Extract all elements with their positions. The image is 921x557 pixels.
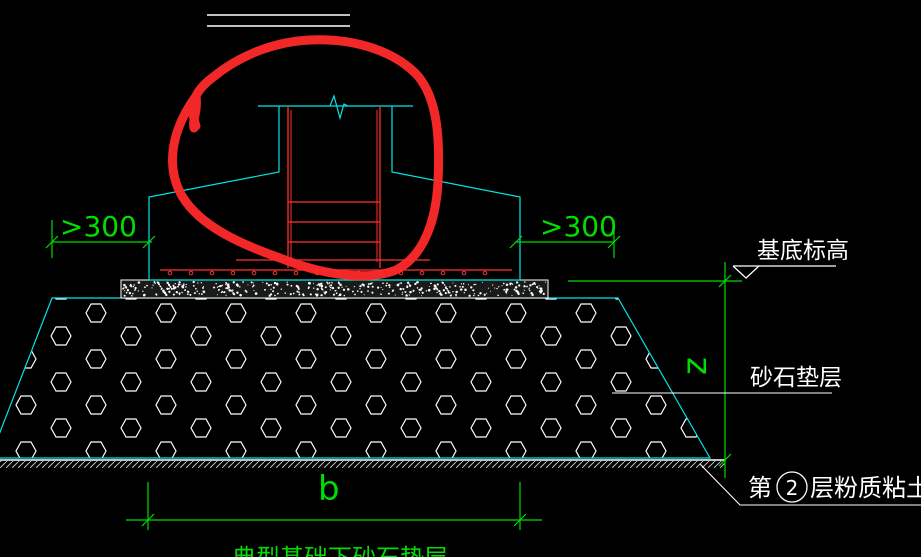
top-reference-lines (207, 14, 350, 27)
left-offset-dimension (45, 220, 156, 258)
highlight-circle (168, 35, 444, 281)
depth-symbol: z (675, 357, 715, 375)
gravel-cushion-label: 砂石垫层 (750, 365, 842, 391)
soil-layer-number: 2 (786, 476, 799, 500)
soil-prefix-label: 第 (748, 474, 772, 502)
right-offset-dimension (509, 220, 621, 258)
soil-layer-circle-icon (776, 471, 808, 503)
soil-suffix-label: 层粉质粘土 (810, 474, 921, 502)
foundation-elevation-label: 基底标高 (757, 238, 849, 264)
gravel-cushion-body (0, 297, 712, 459)
diagram-caption: 典型基础下砂石垫层 (232, 544, 448, 557)
width-symbol: b (318, 469, 340, 509)
elevation-marker-icon (732, 265, 836, 279)
right-offset-label: >300 (540, 210, 617, 243)
left-offset-label: >300 (60, 210, 137, 243)
footing-outline (148, 94, 521, 281)
column-rebar (160, 106, 512, 271)
blinding-layer (120, 279, 549, 299)
depth-dimension (568, 262, 742, 478)
width-dimension (126, 482, 542, 530)
ground-line (0, 459, 725, 468)
soil-leader (699, 463, 921, 506)
